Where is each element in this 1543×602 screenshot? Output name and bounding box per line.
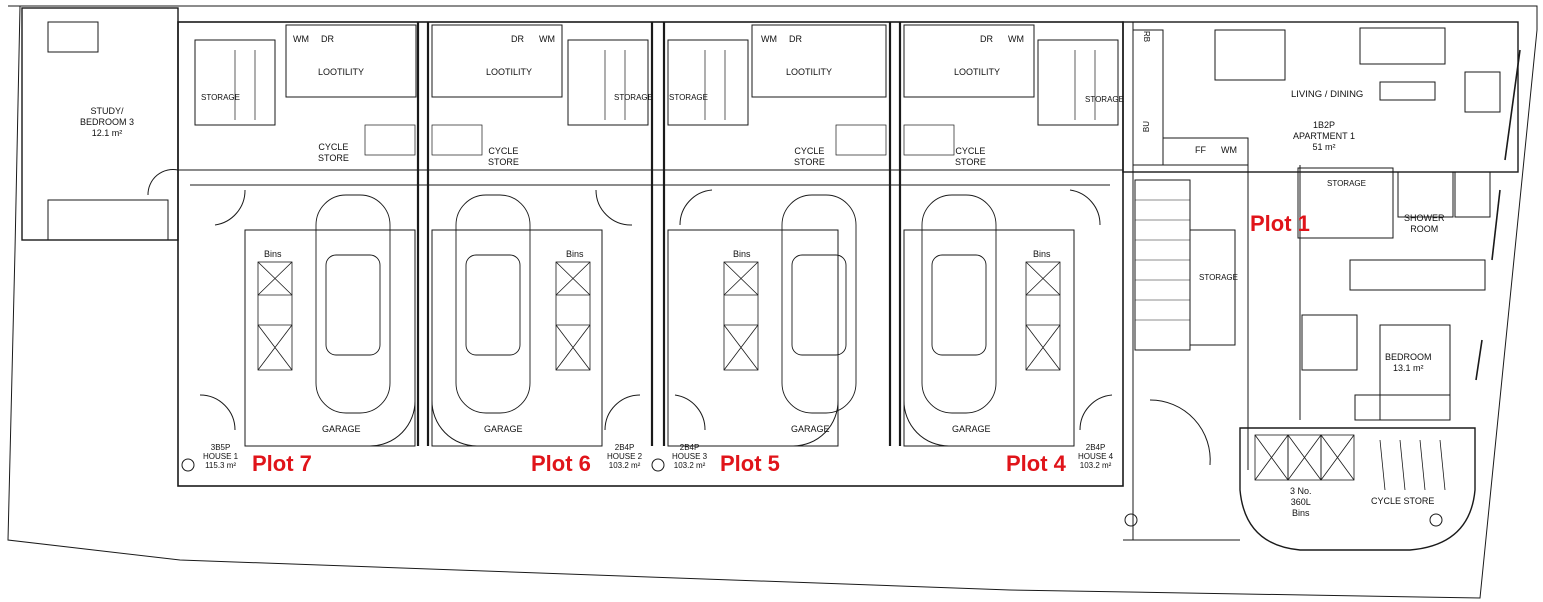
- plot-label-6: Plot 6: [531, 451, 591, 476]
- room-label-storage-4: STORAGE: [1085, 95, 1124, 104]
- label-dr-3: DR: [789, 34, 802, 44]
- garage-3: [667, 229, 839, 447]
- label-bu: BU: [1142, 120, 1152, 133]
- apartment-outline: [1122, 21, 1519, 173]
- room-label-lootility-2: LOOTILITY: [486, 67, 533, 77]
- label-wm-3: WM: [761, 34, 777, 44]
- room-label-study: STUDY/ BEDROOM 3 12.1 m²: [80, 106, 135, 138]
- plot-label-7: Plot 7: [252, 451, 312, 476]
- label-wm-4: WM: [1008, 34, 1024, 44]
- label-dr-1: DR: [321, 34, 334, 44]
- room-label-storage-3: STORAGE: [669, 93, 708, 102]
- room-label-garage-3: GARAGE: [791, 424, 830, 434]
- bin-store-enclosure: [1239, 427, 1476, 551]
- label-bins-3: Bins: [733, 249, 751, 259]
- room-label-living-dining: LIVING / DINING: [1291, 89, 1364, 100]
- terrace-outline: [177, 21, 1124, 487]
- label-dr-4: DR: [980, 34, 993, 44]
- room-label-storage-2: STORAGE: [614, 93, 653, 102]
- room-label-garage-2: GARAGE: [484, 424, 523, 434]
- label-wm-apt: WM: [1221, 145, 1237, 155]
- room-label-lootility-4: LOOTILITY: [954, 67, 1001, 77]
- label-bins-1: Bins: [264, 249, 282, 259]
- room-label-storage-stair: STORAGE: [1199, 273, 1238, 282]
- label-ff: FF: [1195, 145, 1206, 155]
- garage-2: [431, 229, 603, 447]
- room-label-storage-apt: STORAGE: [1327, 179, 1366, 188]
- label-bins-4: Bins: [1033, 249, 1051, 259]
- room-label-lootility-1: LOOTILITY: [318, 67, 365, 77]
- room-label-garage-1: GARAGE: [322, 424, 361, 434]
- label-wm-1: WM: [293, 34, 309, 44]
- label-rb: RB: [1142, 30, 1152, 43]
- room-label-garage-4: GARAGE: [952, 424, 991, 434]
- room-label-storage-1: STORAGE: [201, 93, 240, 102]
- garage-1: [244, 229, 416, 447]
- plot-label-4: Plot 4: [1006, 451, 1066, 476]
- room-label-lootility-3: LOOTILITY: [786, 67, 833, 77]
- site-boundary: [7, 5, 1538, 599]
- plot-label-5: Plot 5: [720, 451, 780, 476]
- room-label-cycle-store-apt: CYCLE STORE: [1371, 496, 1435, 506]
- label-dr-2: DR: [511, 34, 524, 44]
- label-bins-2: Bins: [566, 249, 584, 259]
- garage-4: [903, 229, 1075, 447]
- plot-label-1: Plot 1: [1250, 211, 1310, 236]
- label-wm-2: WM: [539, 34, 555, 44]
